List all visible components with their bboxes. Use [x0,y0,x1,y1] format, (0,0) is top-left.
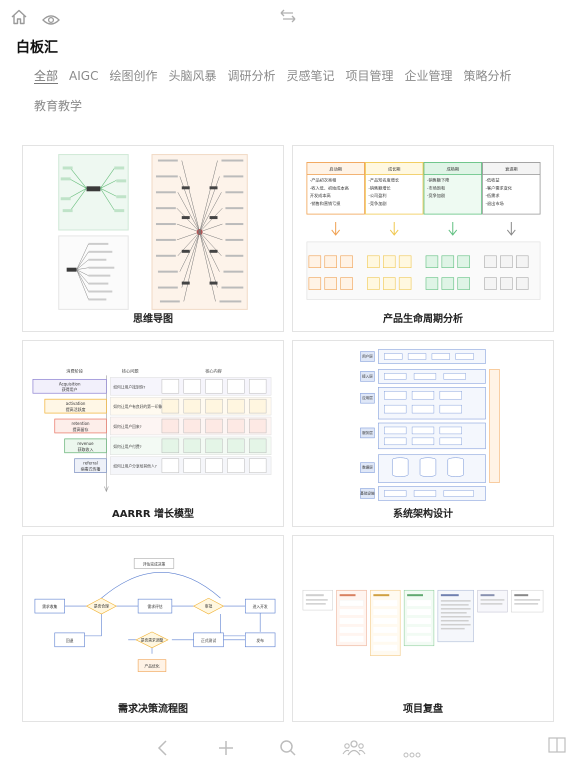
template-title: 产品生命周期分析 [383,314,463,325]
lifecycle-item: -竞争加剧 [427,192,445,198]
lifecycle-item: -销售额下降 [427,176,449,182]
tab-notes[interactable]: 灵感笔记 [286,69,335,83]
flow-node: 需求收集 [42,604,57,609]
template-card-mindmap[interactable]: 思维导图 [22,145,284,332]
aarrr-stage-en: revenue [77,441,94,446]
aarrr-stage-en: Acquisition [59,381,81,386]
lifecycle-thumbnail: 启动期 -产品初次亮相 -收入低、初始成本高 开发成本高 -销售和营销亏损 成长… [306,162,541,300]
project-review-thumbnail [302,589,544,656]
aarrr-stage-cn: 提高活跃度 [66,407,86,412]
aarrr-thumbnail: 消费阶段 核心问题 核心内容 Acquisition 获得用户 activati… [32,367,272,493]
users-icon[interactable] [342,739,366,761]
tab-education[interactable]: 教育教学 [34,99,83,113]
aarrr-stage-cn: 获取收入 [78,447,94,452]
aarrr-question: 如何让用户找到你? [113,384,145,389]
template-card-project-review[interactable]: 项目复盘 [292,535,554,722]
eye-icon[interactable] [42,11,60,30]
architecture-thumbnail: 用户层 接入层 应用层 服务层 数据层 基础设施 [360,349,500,501]
aarrr-stage-cn: 病毒式传播 [81,467,101,472]
bottom-toolbar [0,727,576,768]
lifecycle-phase-2: 成长期 [388,165,400,171]
chevron-left-icon[interactable] [156,739,170,761]
tab-project[interactable]: 项目管理 [345,69,394,83]
template-card-lifecycle[interactable]: 启动期 -产品初次亮相 -收入低、初始成本高 开发成本高 -销售和营销亏损 成长… [292,145,554,332]
flow-node: 发布 [256,638,264,643]
aarrr-header-question: 核心问题 [122,367,139,373]
home-icon[interactable] [10,8,28,30]
lifecycle-item: -竞争加剧 [368,200,386,206]
arch-layer-label: 应用层 [362,395,373,400]
template-card-decision-flow[interactable]: 需求收集 是否合理 需求评估 评估完成决策 审批 进入开发 发布 回退 正式测试… [22,535,284,722]
aarrr-stage-cn: 获得用户 [62,387,78,392]
aarrr-question: 如何让用户付费? [113,444,141,449]
tab-aigc[interactable]: AIGC [69,69,99,83]
flow-node: 回退 [66,638,74,643]
swap-arrows-icon[interactable] [278,8,298,28]
lifecycle-item: -市场饱和 [427,184,445,190]
category-tabs: 全部 AIGC 绘图创作 头脑风暴 调研分析 灵感笔记 项目管理 企业管理 策略… [34,66,554,116]
arch-layer-label: 基础设施 [360,490,375,495]
lifecycle-item: -收入低、初始成本高 [310,184,349,190]
flow-node: 是否合理 [94,604,109,609]
arch-layer-label: 用户层 [362,354,373,359]
flow-node: 需求评估 [147,604,162,609]
aarrr-stage-en: retention [72,421,91,426]
flow-node: 产品优化 [144,664,159,669]
aarrr-stage-cn: 提高留存 [73,427,89,432]
sidebar-panel-icon[interactable] [548,737,566,757]
template-title: 需求决策流程图 [118,704,188,715]
tab-brainstorm[interactable]: 头脑风暴 [168,69,217,83]
decision-flow-thumbnail: 需求收集 是否合理 需求评估 评估完成决策 审批 进入开发 发布 回退 正式测试… [34,558,276,672]
lifecycle-item: -销售额增长 [368,184,390,190]
flow-node: 是否需求调整 [141,637,164,642]
template-title: AARRR 增长模型 [111,509,195,520]
aarrr-stage-en: activation [66,401,86,406]
flow-node: 评估完成决策 [143,561,166,566]
page-title: 白板汇 [16,40,58,56]
plus-icon[interactable] [217,739,235,761]
tab-drawing[interactable]: 绘图创作 [109,69,158,83]
lifecycle-item: -退出市场 [486,200,504,206]
aarrr-question: 如何让用户分享给其他人? [113,464,156,469]
more-dots-icon[interactable] [403,743,421,762]
tab-all[interactable]: 全部 [34,69,59,83]
tab-research[interactable]: 调研分析 [227,69,276,83]
lifecycle-item: -产品知名度增长 [368,176,399,182]
tab-strategy[interactable]: 策略分析 [463,69,512,83]
lifecycle-phase-1: 启动期 [329,165,341,171]
lifecycle-phase-3: 成熟期 [447,165,459,171]
template-card-architecture[interactable]: 用户层 接入层 应用层 服务层 数据层 基础设施 [292,340,554,527]
aarrr-header-stage: 消费阶段 [66,367,83,373]
flow-node: 进入开发 [253,604,268,609]
top-bar [0,0,576,34]
template-title: 系统架构设计 [393,509,453,520]
lifecycle-item: 开发成本高 [310,192,331,198]
lifecycle-item: -销售和营销亏损 [310,200,341,206]
flow-node: 正式测试 [201,638,216,643]
lifecycle-phase-4: 衰退期 [505,165,517,171]
flow-node: 审批 [205,604,213,609]
template-title: 项目复盘 [403,704,443,715]
lifecycle-item: -客户需求变化 [486,184,512,190]
arch-layer-label: 接入层 [362,373,373,378]
lifecycle-item: -低收益 [486,176,500,182]
lifecycle-item: -公司盈利 [368,192,386,198]
mindmap-thumbnail [58,154,248,310]
template-card-aarrr[interactable]: 消费阶段 核心问题 核心内容 Acquisition 获得用户 activati… [22,340,284,527]
template-title: 思维导图 [133,314,173,325]
tab-enterprise[interactable]: 企业管理 [404,69,453,83]
aarrr-question: 如何让用户有良好的第一印象? [113,404,164,409]
search-icon[interactable] [279,739,297,761]
aarrr-question: 如何让用户回来? [113,424,141,429]
arch-layer-label: 服务层 [362,430,373,435]
lifecycle-item: -低需求 [486,192,500,198]
aarrr-stage-en: referral [83,461,98,466]
aarrr-header-content: 核心内容 [205,367,222,373]
lifecycle-item: -产品初次亮相 [310,176,336,182]
arch-layer-label: 数据层 [362,465,373,470]
